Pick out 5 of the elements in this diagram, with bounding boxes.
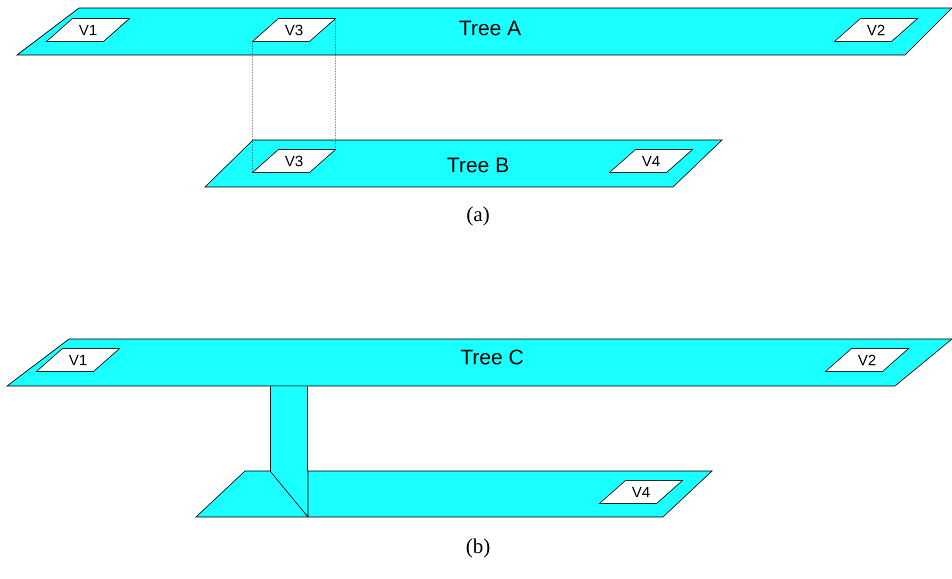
projection-line [335, 18, 336, 150]
panel-caption: (b) [466, 538, 490, 558]
panel-caption: (a) [467, 206, 489, 226]
connector-column [270, 386, 308, 471]
projection-line [252, 41, 253, 173]
